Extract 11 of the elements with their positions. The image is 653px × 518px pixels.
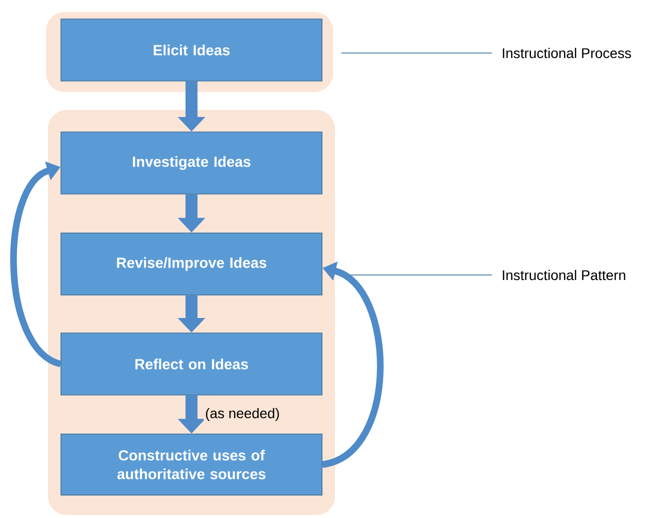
process-box: Elicit Ideas <box>60 18 322 82</box>
curved-arrow <box>10 161 62 368</box>
process-box: Reflect on Ideas <box>60 332 322 396</box>
annotation-label: Instructional Pattern <box>502 270 626 280</box>
annotation-label: Instructional Process <box>502 48 631 58</box>
process-box: Constructive uses of authoritative sources <box>60 434 322 496</box>
leader-line <box>343 274 492 276</box>
process-box: Investigate Ideas <box>60 132 322 194</box>
process-box: Revise/Improve Ideas <box>60 232 322 296</box>
leader-line <box>341 52 492 54</box>
edge-label: (as needed) <box>204 406 282 422</box>
